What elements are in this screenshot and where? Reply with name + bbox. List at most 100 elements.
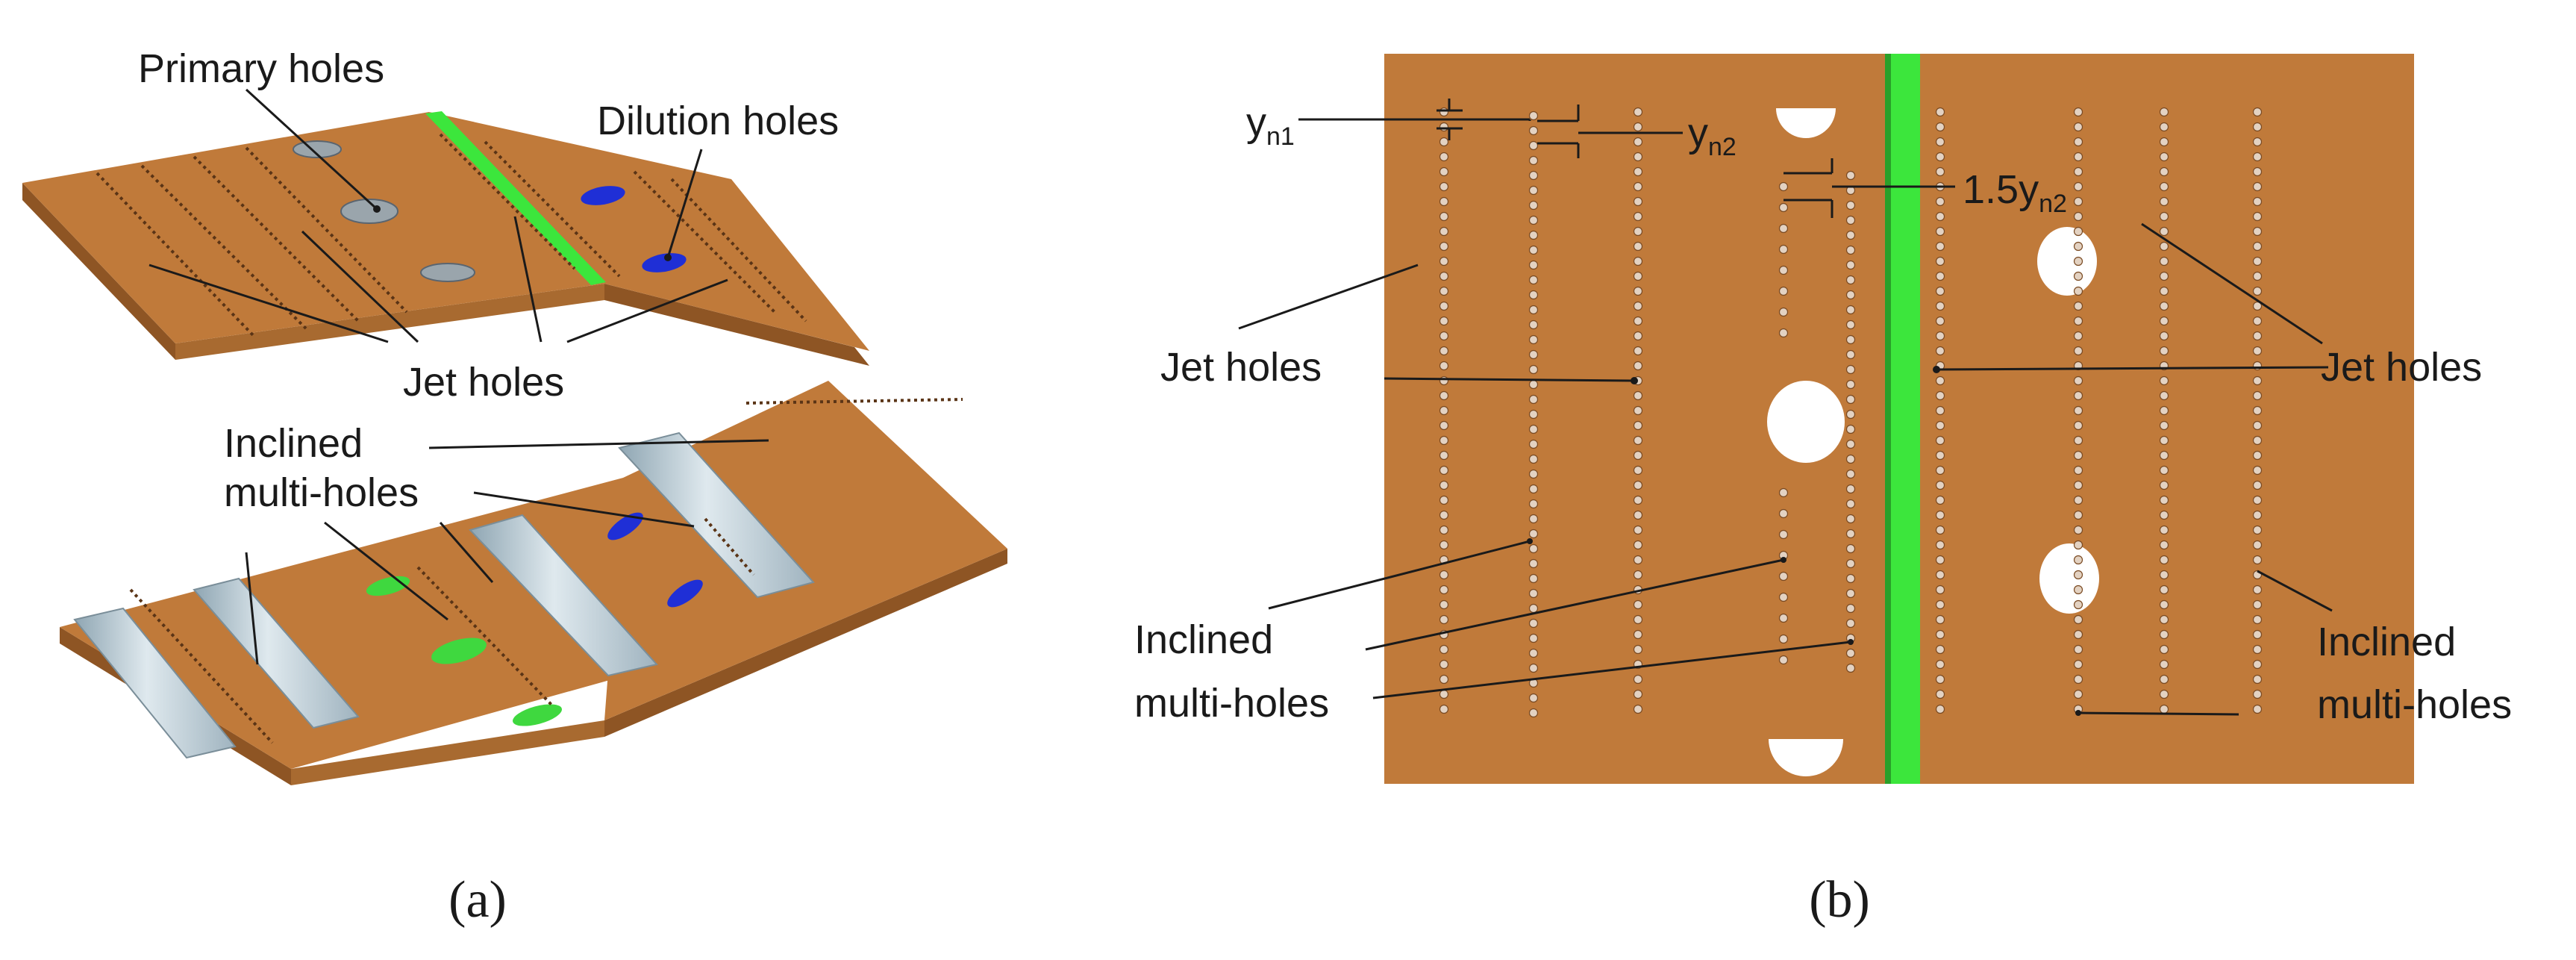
small-hole xyxy=(2252,614,2263,625)
small-hole xyxy=(1633,211,1643,222)
small-hole xyxy=(1633,555,1643,565)
upper-plate-front-edge xyxy=(175,284,604,360)
small-hole xyxy=(2073,241,2083,252)
small-hole xyxy=(2073,555,2083,565)
small-hole xyxy=(2159,420,2169,431)
small-hole xyxy=(2073,271,2083,281)
small-hole xyxy=(2159,122,2169,132)
small-hole xyxy=(2252,271,2263,281)
small-hole xyxy=(2252,316,2263,326)
small-hole xyxy=(2252,465,2263,476)
small-hole xyxy=(2159,435,2169,446)
small-hole xyxy=(1935,659,1945,670)
small-hole xyxy=(1633,301,1643,311)
small-hole xyxy=(1778,655,1789,665)
small-hole xyxy=(1845,663,1856,673)
small-hole xyxy=(1528,245,1539,255)
small-hole xyxy=(2159,211,2169,222)
small-hole xyxy=(1845,379,1856,390)
small-hole xyxy=(1845,588,1856,599)
small-hole xyxy=(2159,555,2169,565)
label-jet-holes-right: Jet holes xyxy=(2321,345,2482,390)
small-hole xyxy=(2073,286,2083,296)
lower-inclined-hole-rows xyxy=(129,398,963,744)
small-hole xyxy=(2073,585,2083,595)
label-1-5yn2: 1.5yn2 xyxy=(1963,167,2067,218)
small-hole xyxy=(2073,375,2083,386)
small-hole xyxy=(2252,256,2263,267)
small-hole xyxy=(1935,435,1945,446)
small-hole xyxy=(1633,420,1643,431)
small-hole xyxy=(1845,409,1856,420)
small-hole xyxy=(1633,480,1643,490)
small-hole xyxy=(1845,454,1856,464)
small-hole xyxy=(1935,495,1945,505)
small-hole xyxy=(1528,230,1539,240)
upper-plate-right xyxy=(429,112,869,351)
small-hole xyxy=(1633,570,1643,580)
small-hole xyxy=(1528,334,1539,345)
small-hole xyxy=(2159,480,2169,490)
label-inclined-left-2: multi-holes xyxy=(1134,681,1329,726)
small-hole xyxy=(1528,379,1539,390)
small-hole xyxy=(1935,644,1945,655)
small-hole xyxy=(1439,226,1449,237)
panel-b-leader-lines xyxy=(1238,222,2333,716)
upper-green-strip xyxy=(425,111,606,285)
small-hole xyxy=(2073,480,2083,490)
small-hole xyxy=(1633,540,1643,550)
small-hole xyxy=(1439,450,1449,461)
small-hole xyxy=(1633,286,1643,296)
small-hole xyxy=(2073,614,2083,625)
small-hole xyxy=(2159,152,2169,162)
small-hole xyxy=(2252,331,2263,341)
small-hole xyxy=(1439,361,1449,371)
small-hole xyxy=(1935,450,1945,461)
small-hole xyxy=(1528,215,1539,225)
small-hole xyxy=(2252,659,2263,670)
small-hole xyxy=(2159,286,2169,296)
small-hole xyxy=(1528,573,1539,584)
small-hole xyxy=(1633,465,1643,476)
label-inclined-left-1: Inclined xyxy=(1134,617,1273,662)
small-hole xyxy=(1935,629,1945,640)
small-hole xyxy=(1633,689,1643,699)
small-hole xyxy=(2252,480,2263,490)
small-hole xyxy=(1528,155,1539,166)
half-hole-top xyxy=(1776,108,1836,138)
small-hole xyxy=(1633,599,1643,610)
small-hole xyxy=(1845,469,1856,479)
small-hole xyxy=(1439,659,1449,670)
small-hole xyxy=(1528,200,1539,211)
small-hole xyxy=(2252,405,2263,416)
small-hole xyxy=(2252,525,2263,535)
small-hole xyxy=(1633,271,1643,281)
caption-b: (b) xyxy=(1809,871,1870,929)
small-hole xyxy=(1935,346,1945,356)
small-hole xyxy=(1845,514,1856,524)
small-hole xyxy=(2159,629,2169,640)
small-hole xyxy=(1439,196,1449,207)
small-hole xyxy=(1778,613,1789,623)
small-hole xyxy=(2073,122,2083,132)
small-hole xyxy=(1439,137,1449,147)
small-hole xyxy=(2252,510,2263,520)
small-hole xyxy=(2252,211,2263,222)
small-hole xyxy=(2073,316,2083,326)
small-hole xyxy=(1778,328,1789,338)
small-hole xyxy=(1845,439,1856,449)
small-hole xyxy=(1528,543,1539,554)
small-hole xyxy=(1633,137,1643,147)
panel-a-leader-lines xyxy=(149,88,769,665)
small-hole xyxy=(1935,585,1945,595)
small-hole xyxy=(1633,361,1643,371)
small-hole xyxy=(2252,137,2263,147)
small-hole xyxy=(1439,420,1449,431)
small-hole xyxy=(1935,555,1945,565)
dimension-markers xyxy=(1298,99,1955,218)
label-jet-holes: Jet holes xyxy=(403,360,564,405)
small-hole xyxy=(2252,346,2263,356)
small-hole xyxy=(2073,166,2083,177)
small-hole xyxy=(2159,495,2169,505)
panel-b-top-view: yn1 yn2 1.5yn2 Jet holes Jet holes Incli… xyxy=(1134,54,2512,929)
